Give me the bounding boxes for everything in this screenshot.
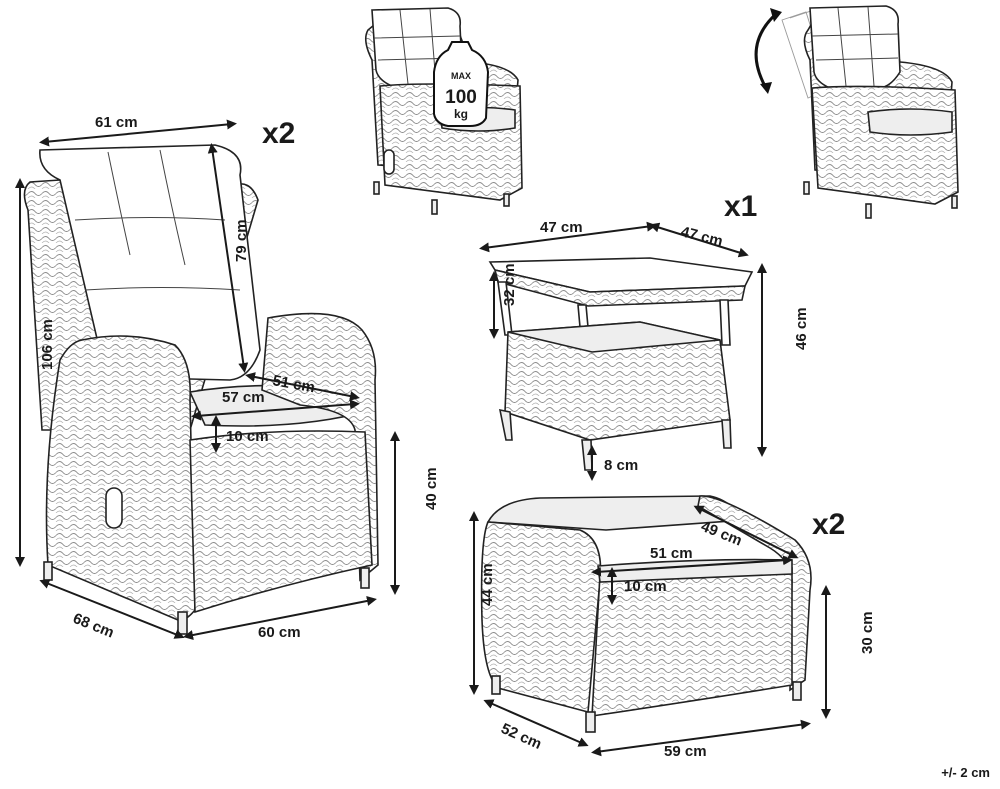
badge-unit: kg (454, 107, 468, 121)
table-width-line (479, 221, 657, 253)
label-table-leg: 8 cm (604, 457, 638, 474)
weight-badge-icon (433, 41, 490, 127)
ottoman-depth-line (483, 699, 589, 747)
badge-max: MAX (451, 71, 471, 81)
label-ottoman-cushion: 10 cm (624, 578, 667, 595)
label-chair-height: 106 cm (39, 319, 56, 370)
label-chair-depth: 68 cm (71, 610, 117, 642)
tolerance-note: +/- 2 cm (941, 765, 990, 780)
armchair-dimension-lines (15, 119, 400, 640)
table-depth-line (649, 222, 749, 258)
label-ottoman-top-width: 51 cm (650, 545, 693, 562)
label-table-upper-gap: 32 cm (501, 263, 518, 306)
label-ottoman-width: 59 cm (664, 743, 707, 760)
label-ottoman-depth: 52 cm (498, 720, 544, 753)
seat-depth-line (245, 372, 360, 401)
label-seat-height: 40 cm (423, 467, 440, 510)
chair-width-line (39, 119, 237, 147)
chair-base-width-line (183, 596, 377, 640)
label-table-height: 46 cm (793, 307, 810, 350)
label-table-width: 47 cm (540, 219, 583, 236)
load-chair-drawing: MAX 100 kg (364, 7, 523, 215)
label-seat-width: 57 cm (222, 389, 265, 406)
recline-arrow-icon (754, 12, 778, 89)
label-ottoman-height: 44 cm (479, 563, 496, 606)
seat-width-line (191, 399, 360, 421)
chair-depth-line (39, 579, 185, 639)
quantity-table: x1 (724, 190, 757, 223)
label-ottoman-base-height: 30 cm (859, 611, 876, 654)
label-back-height: 79 cm (233, 219, 250, 262)
ottoman-width-line (591, 719, 811, 757)
recline-chair-drawing (754, 5, 959, 219)
back-height-line (207, 143, 249, 373)
side-table-drawing (488, 257, 754, 471)
badge-weight: 100 (445, 87, 477, 108)
label-chair-base-width: 60 cm (258, 624, 301, 641)
quantity-chairs: x2 (262, 117, 295, 150)
label-table-depth: 47 cm (679, 223, 724, 250)
quantity-ottomans: x2 (812, 508, 845, 541)
ottoman-labels: 49 cm 51 cm 10 cm 44 cm 30 cm 52 cm 59 c… (479, 508, 876, 760)
ottoman-top-width-line (591, 555, 793, 577)
ottoman-top-depth-line (693, 505, 799, 559)
label-cushion: 10 cm (226, 428, 269, 445)
armchair-drawing (23, 144, 379, 635)
table-dimension-lines (479, 221, 767, 481)
ottoman-dimension-lines (469, 505, 831, 757)
label-chair-width: 61 cm (95, 114, 138, 131)
ottoman-drawing (480, 495, 812, 733)
